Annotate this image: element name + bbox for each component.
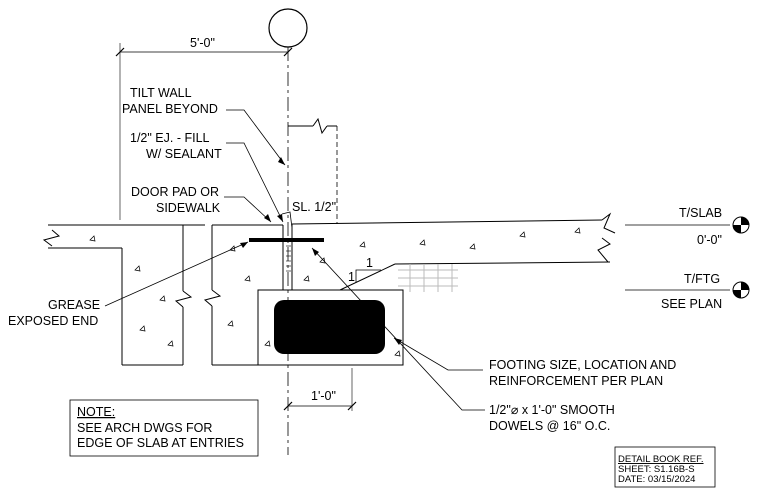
footing-reinforcement [274, 300, 385, 354]
footing [257, 289, 404, 366]
title-block: DETAIL BOOK REF. SHEET: S1.16B-S DATE: 0… [614, 446, 716, 488]
tilt-wall-panel [288, 117, 338, 224]
ej-label-2: W/ SEALANT [146, 147, 222, 161]
door-pad-label-1: DOOR PAD OR [131, 185, 219, 199]
note-line-2: EDGE OF SLAB AT ENTRIES [77, 436, 244, 450]
elev-ftg-value: SEE PLAN [661, 297, 722, 311]
tilt-wall-label-1: TILT WALL [130, 86, 192, 100]
leader-arrows [240, 157, 402, 345]
slope-ratio-horizontal: 1 [348, 270, 355, 284]
titleblock-sheet: SHEET: S1.16B-S [618, 464, 695, 475]
elev-ftg-name: T/FTG [684, 272, 720, 286]
elev-slab-name: T/SLAB [679, 206, 722, 220]
door-pad-label-2: SIDEWALK [156, 201, 221, 215]
dim-bottom-text: 1'-0" [311, 389, 336, 403]
slope-label: SL. 1/2" [292, 200, 336, 214]
footing-label-1: FOOTING SIZE, LOCATION AND [489, 358, 676, 372]
elevation-footing: T/FTG SEE PLAN [625, 272, 750, 311]
note-title: NOTE: [77, 405, 115, 419]
dim-top-text: 5'-0" [190, 36, 215, 50]
elevation-slab: T/SLAB 0'-0" [625, 206, 750, 247]
titleblock-date: DATE: 03/15/2024 [618, 474, 695, 485]
grease-label-1: GREASE [48, 298, 100, 312]
note-line-1: SEE ARCH DWGS FOR [77, 421, 212, 435]
dimension-top: 5'-0" [115, 36, 293, 220]
dowels-label-1: 1/2"⌀ x 1'-0" SMOOTH [489, 403, 615, 417]
hatch-marks [398, 264, 458, 292]
ej-label-1: 1/2" EJ. - FILL [130, 131, 210, 145]
titleblock-ref: DETAIL BOOK REF. [618, 454, 704, 465]
dimension-bottom: 1'-0" [283, 368, 357, 411]
tilt-wall-label-2: PANEL BEYOND [122, 102, 218, 116]
elev-slab-value: 0'-0" [697, 233, 722, 247]
leader-lines [104, 109, 485, 411]
grease-label-2: EXPOSED END [8, 314, 98, 328]
expansion-joint [286, 245, 291, 272]
note-box: NOTE: SEE ARCH DWGS FOR EDGE OF SLAB AT … [69, 399, 259, 457]
concrete-aggregate [89, 227, 581, 357]
door-pad [203, 224, 284, 366]
grid-bubble [268, 8, 308, 48]
footing-label-2: REINFORCEMENT PER PLAN [489, 374, 663, 388]
slab-left [42, 224, 205, 366]
slab-right [291, 212, 616, 291]
dowels-label-2: DOWELS @ 16" O.C. [489, 419, 610, 433]
dowel-bar [249, 238, 324, 242]
slope-ratio-vertical: 1 [366, 256, 373, 270]
